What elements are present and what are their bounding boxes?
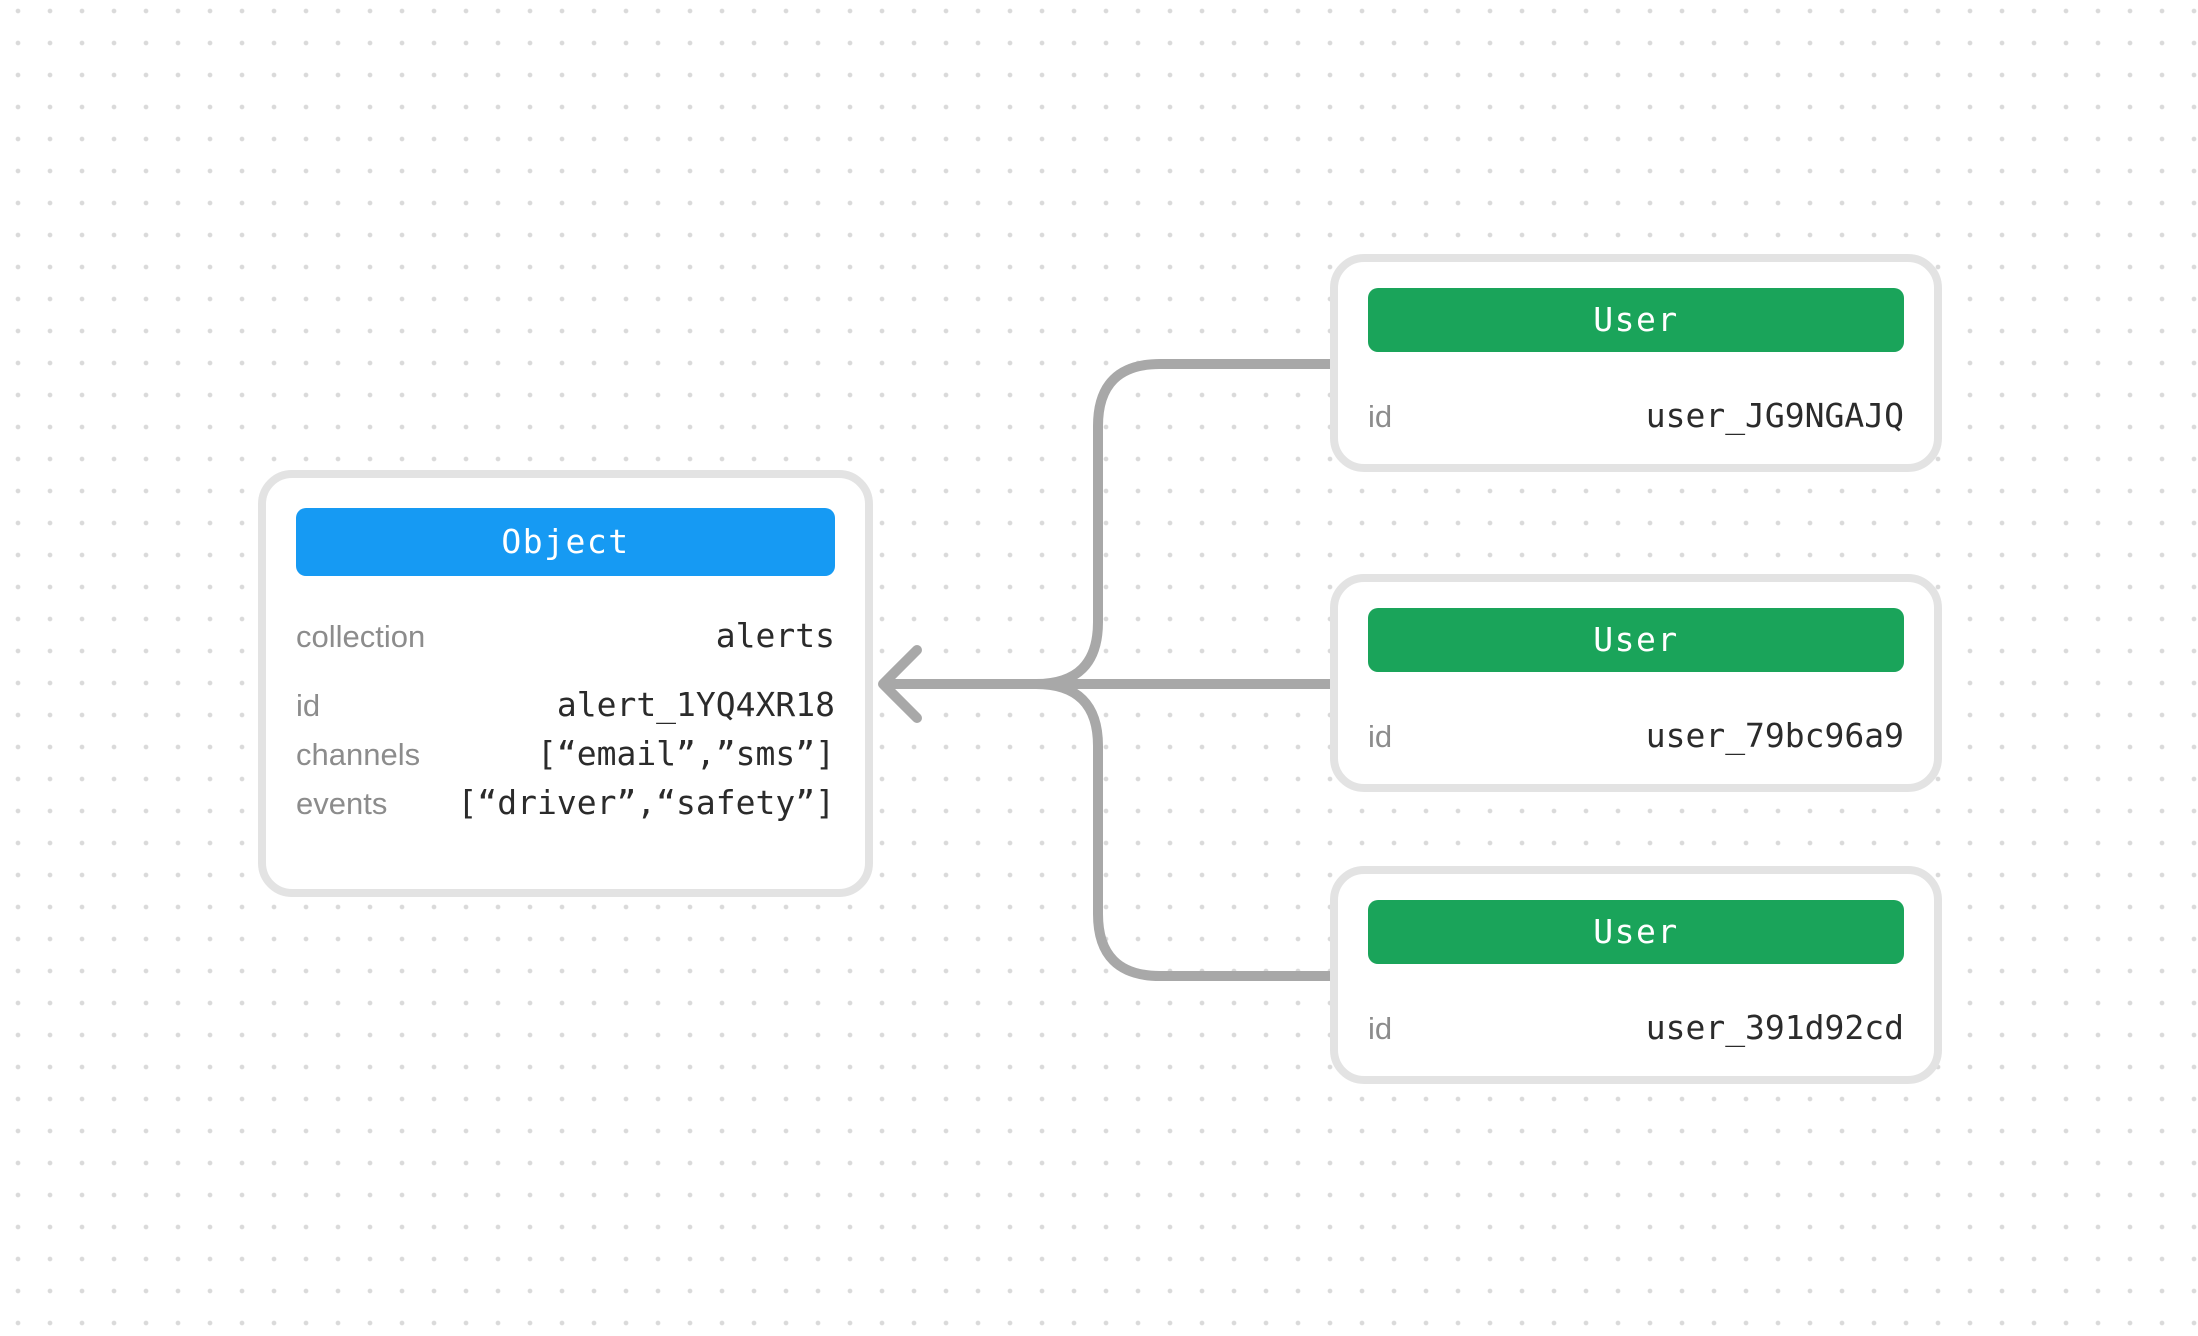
user-node-2[interactable]: User id user_79bc96a9 xyxy=(1330,574,1942,792)
user-node-1[interactable]: User id user_JG9NGAJQ xyxy=(1330,254,1942,472)
field-value: alerts xyxy=(715,616,835,655)
field-value: user_79bc96a9 xyxy=(1645,716,1904,755)
arrowhead-icon xyxy=(878,645,922,723)
field-value: user_JG9NGAJQ xyxy=(1645,396,1904,435)
edge-user3-to-object[interactable] xyxy=(1031,679,1335,981)
object-node-header: Object xyxy=(296,508,835,576)
field-label: collection xyxy=(296,619,426,654)
field-row-events: events [“driver”,“safety”] xyxy=(296,779,835,828)
field-value: [“driver”,“safety”] xyxy=(457,783,836,822)
user-node-title: User xyxy=(1593,912,1679,951)
field-value: [“email”,”sms”] xyxy=(536,734,835,773)
field-value: alert_1YQ4XR18 xyxy=(556,685,835,724)
field-value: user_391d92cd xyxy=(1645,1008,1904,1047)
user-node-3[interactable]: User id user_391d92cd xyxy=(1330,866,1942,1084)
field-row-id: id user_JG9NGAJQ xyxy=(1368,392,1904,441)
field-label: id xyxy=(1368,1011,1393,1046)
object-node-title: Object xyxy=(501,522,630,561)
field-label: id xyxy=(1368,719,1393,754)
edge-user1-to-object[interactable] xyxy=(887,359,1335,689)
field-label: id xyxy=(296,688,321,723)
user-node-title: User xyxy=(1593,620,1679,659)
field-row-id: id user_391d92cd xyxy=(1368,1004,1904,1053)
field-row-collection: collection alerts xyxy=(296,612,835,661)
user-node-header: User xyxy=(1368,288,1904,352)
field-label: channels xyxy=(296,737,421,772)
user-node-title: User xyxy=(1593,300,1679,339)
field-row-id: id user_79bc96a9 xyxy=(1368,712,1904,761)
user-node-header: User xyxy=(1368,608,1904,672)
field-label: events xyxy=(296,786,388,821)
field-label: id xyxy=(1368,399,1393,434)
field-row-channels: channels [“email”,”sms”] xyxy=(296,730,835,779)
field-row-id: id alert_1YQ4XR18 xyxy=(296,681,835,730)
user-node-header: User xyxy=(1368,900,1904,964)
object-node[interactable]: Object collection alerts id alert_1YQ4XR… xyxy=(258,470,873,897)
